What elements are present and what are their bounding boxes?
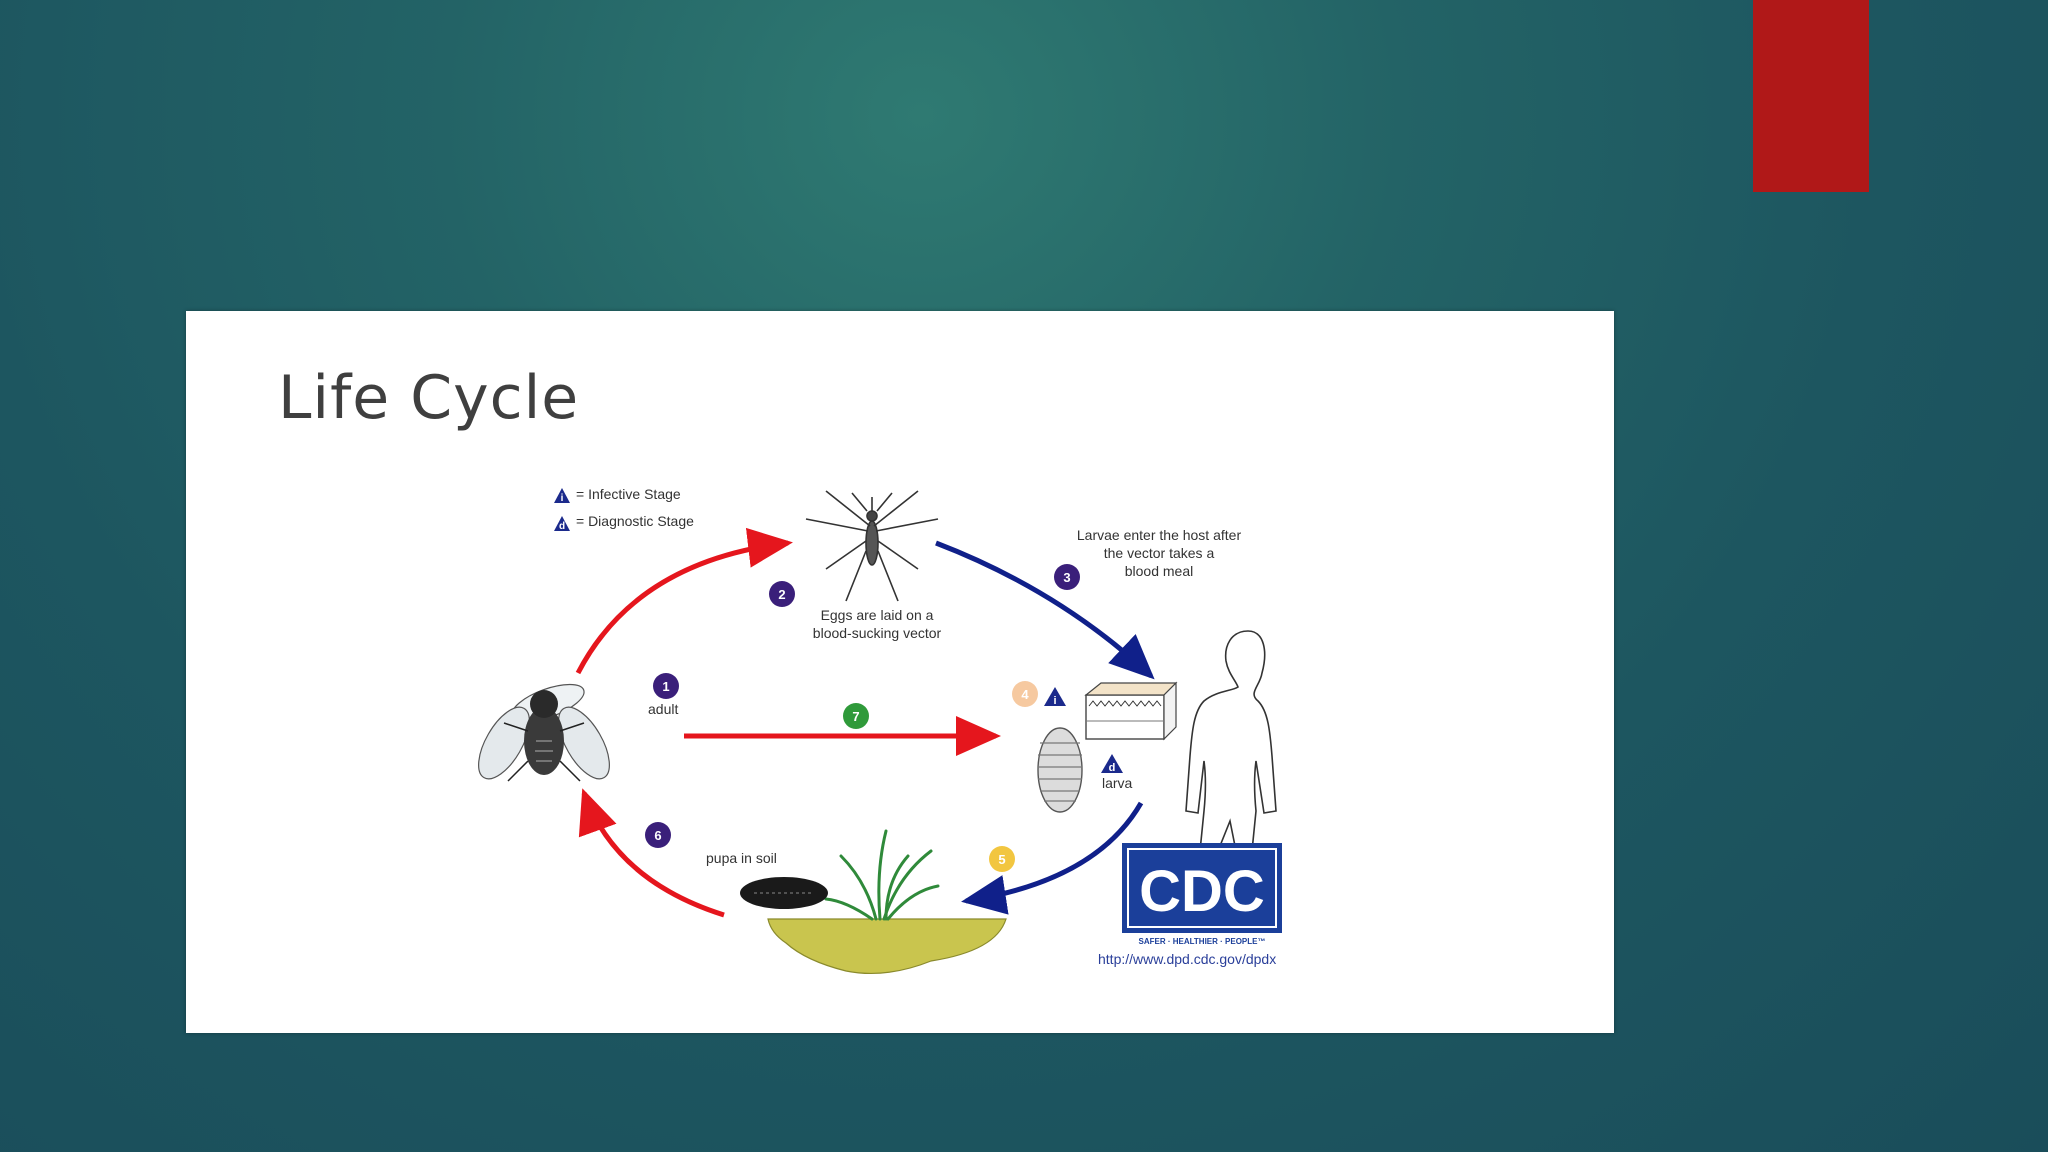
mosquito-icon xyxy=(805,490,939,602)
arrow-5-to-soil xyxy=(961,801,1144,915)
stage-6-marker: 6 xyxy=(645,822,671,848)
arrow-2-to-3 xyxy=(935,540,1155,680)
slide-image-card: Life Cycle i = Infective Stage d = Diagn… xyxy=(186,311,1614,1033)
life-cycle-diagram: i = Infective Stage d = Diagnostic Stage xyxy=(478,486,1282,975)
diagnostic-stage-icon: d xyxy=(554,516,570,532)
svg-text:6: 6 xyxy=(654,828,661,843)
svg-text:CDC: CDC xyxy=(1139,859,1265,924)
infective-stage-icon: i xyxy=(554,488,570,504)
svg-text:d: d xyxy=(1109,762,1116,774)
svg-text:i: i xyxy=(561,493,564,504)
stage-5-marker: 5 xyxy=(989,846,1015,872)
stage-1-label: adult xyxy=(648,701,678,717)
svg-text:2: 2 xyxy=(778,587,785,602)
legend-infective-label: = Infective Stage xyxy=(576,486,681,502)
grass-icon xyxy=(824,829,940,921)
larva-icon xyxy=(1037,727,1083,813)
stage-1-marker: 1 xyxy=(653,673,679,699)
svg-text:4: 4 xyxy=(1021,687,1029,702)
soil-mound-icon xyxy=(767,918,1007,975)
stage-6-label: pupa in soil xyxy=(706,850,777,866)
cdc-tagline: SAFER · HEALTHIER · PEOPLE™ xyxy=(1139,937,1266,946)
legend-diagnostic-label: = Diagnostic Stage xyxy=(576,513,694,529)
red-accent-tab xyxy=(1753,0,1869,192)
stage-4-marker: 4 xyxy=(1012,681,1038,707)
svg-text:5: 5 xyxy=(998,852,1005,867)
arrow-1-to-2 xyxy=(575,527,793,675)
svg-text:i: i xyxy=(1053,695,1056,707)
legend: i = Infective Stage d = Diagnostic Stage xyxy=(554,486,694,532)
skin-section-icon xyxy=(1084,681,1178,741)
pupa-icon xyxy=(740,877,828,909)
infective-stage-marker: i xyxy=(1044,687,1066,707)
stage-7-marker: 7 xyxy=(843,703,869,729)
stage-2-label-line1: Eggs are laid on a xyxy=(821,607,934,623)
arrow-6-to-1 xyxy=(578,788,725,918)
stage-3-marker: 3 xyxy=(1054,564,1080,590)
page-title: Life Cycle xyxy=(278,363,580,433)
cdc-url-link[interactable]: http://www.dpd.cdc.gov/dpdx xyxy=(1098,951,1276,967)
stage-2-label-line2: blood-sucking vector xyxy=(813,625,942,641)
svg-text:7: 7 xyxy=(852,709,859,724)
stage-3-label-line1: Larvae enter the host after xyxy=(1077,527,1242,543)
stage-3-label-line2: the vector takes a xyxy=(1104,545,1215,561)
svg-text:1: 1 xyxy=(662,679,669,694)
svg-text:d: d xyxy=(559,521,565,532)
cdc-logo: CDC SAFER · HEALTHIER · PEOPLE™ xyxy=(1122,843,1282,946)
diagnostic-stage-marker: d xyxy=(1101,754,1123,774)
stage-2-marker: 2 xyxy=(769,581,795,607)
larva-label: larva xyxy=(1102,775,1133,791)
human-silhouette-icon xyxy=(1185,630,1277,897)
svg-text:3: 3 xyxy=(1063,570,1070,585)
fly-icon xyxy=(478,683,610,782)
stage-3-label-line3: blood meal xyxy=(1125,563,1194,579)
